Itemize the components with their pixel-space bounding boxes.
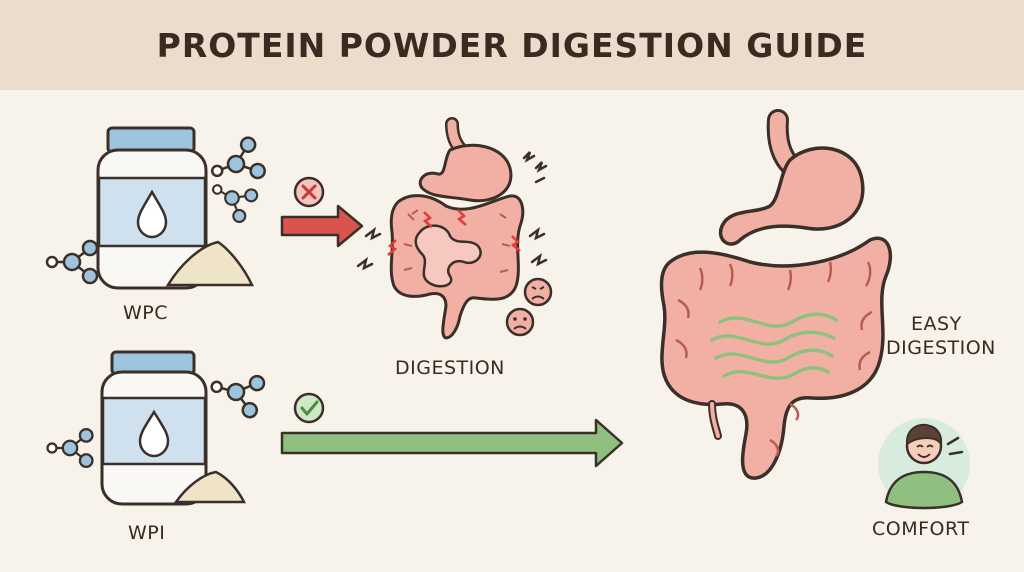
upset-face-icon (523, 277, 553, 307)
wpi-label: WPI (128, 522, 166, 544)
irritated-digestive-system-icon (387, 117, 525, 340)
wpc-powder-pile (165, 240, 254, 287)
wpc-molecule-icon-3 (203, 170, 261, 226)
wpi-molecule-icon-1 (46, 427, 94, 469)
easy-digestion-label-line2: DIGESTION (886, 337, 996, 359)
wpc-molecule-icon-2 (204, 134, 268, 194)
digestion-label: DIGESTION (395, 357, 505, 379)
wpc-label: WPC (123, 302, 169, 324)
comfort-avatar-icon (878, 418, 970, 510)
healthy-digestive-system-icon (659, 109, 893, 480)
comfort-label: COMFORT (872, 518, 970, 540)
page-title: PROTEIN POWDER DIGESTION GUIDE (156, 25, 868, 65)
wpc-jar-icon (96, 126, 208, 290)
calm-wave-lines (710, 312, 838, 380)
wpi-powder-pile (173, 470, 247, 504)
x-circle-icon (293, 176, 325, 208)
sad-face-icon (505, 307, 535, 337)
easy-digestion-arrow (280, 418, 624, 468)
bad-digestion-arrow (280, 204, 364, 248)
title-banner: PROTEIN POWDER DIGESTION GUIDE (0, 0, 1024, 90)
wpc-molecule-icon-1 (45, 239, 99, 285)
easy-digestion-label-line1: EASY (911, 313, 962, 335)
pain-spark-icons (356, 151, 548, 271)
wpi-jar-icon (100, 350, 208, 506)
check-circle-icon (293, 392, 325, 424)
wpi-molecule-icon-2 (205, 363, 267, 421)
